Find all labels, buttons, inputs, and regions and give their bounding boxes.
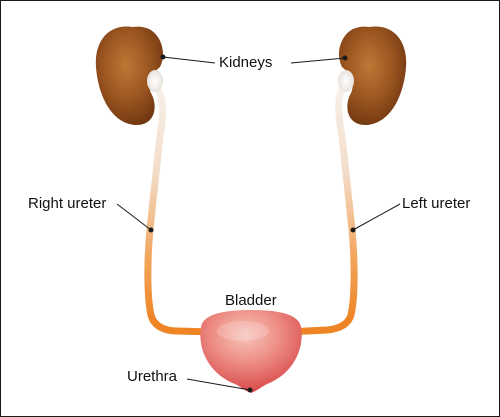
kidneys-label: Kidneys <box>219 54 273 71</box>
urethra-label: Urethra <box>127 368 178 385</box>
right-ureter <box>144 81 219 336</box>
right-kidney <box>95 26 163 126</box>
left-ureter-pointer <box>350 203 401 233</box>
urethra-pointer <box>186 378 253 393</box>
left-ureter-label: Left ureter <box>402 195 471 212</box>
left-ureter <box>283 79 358 336</box>
right-ureter-label: Right ureter <box>28 195 107 212</box>
bladder-label: Bladder <box>225 292 277 309</box>
kidneys-pointer <box>160 54 348 64</box>
right-ureter-pointer <box>116 203 154 233</box>
bladder <box>200 310 302 393</box>
left-kidney <box>338 26 407 126</box>
